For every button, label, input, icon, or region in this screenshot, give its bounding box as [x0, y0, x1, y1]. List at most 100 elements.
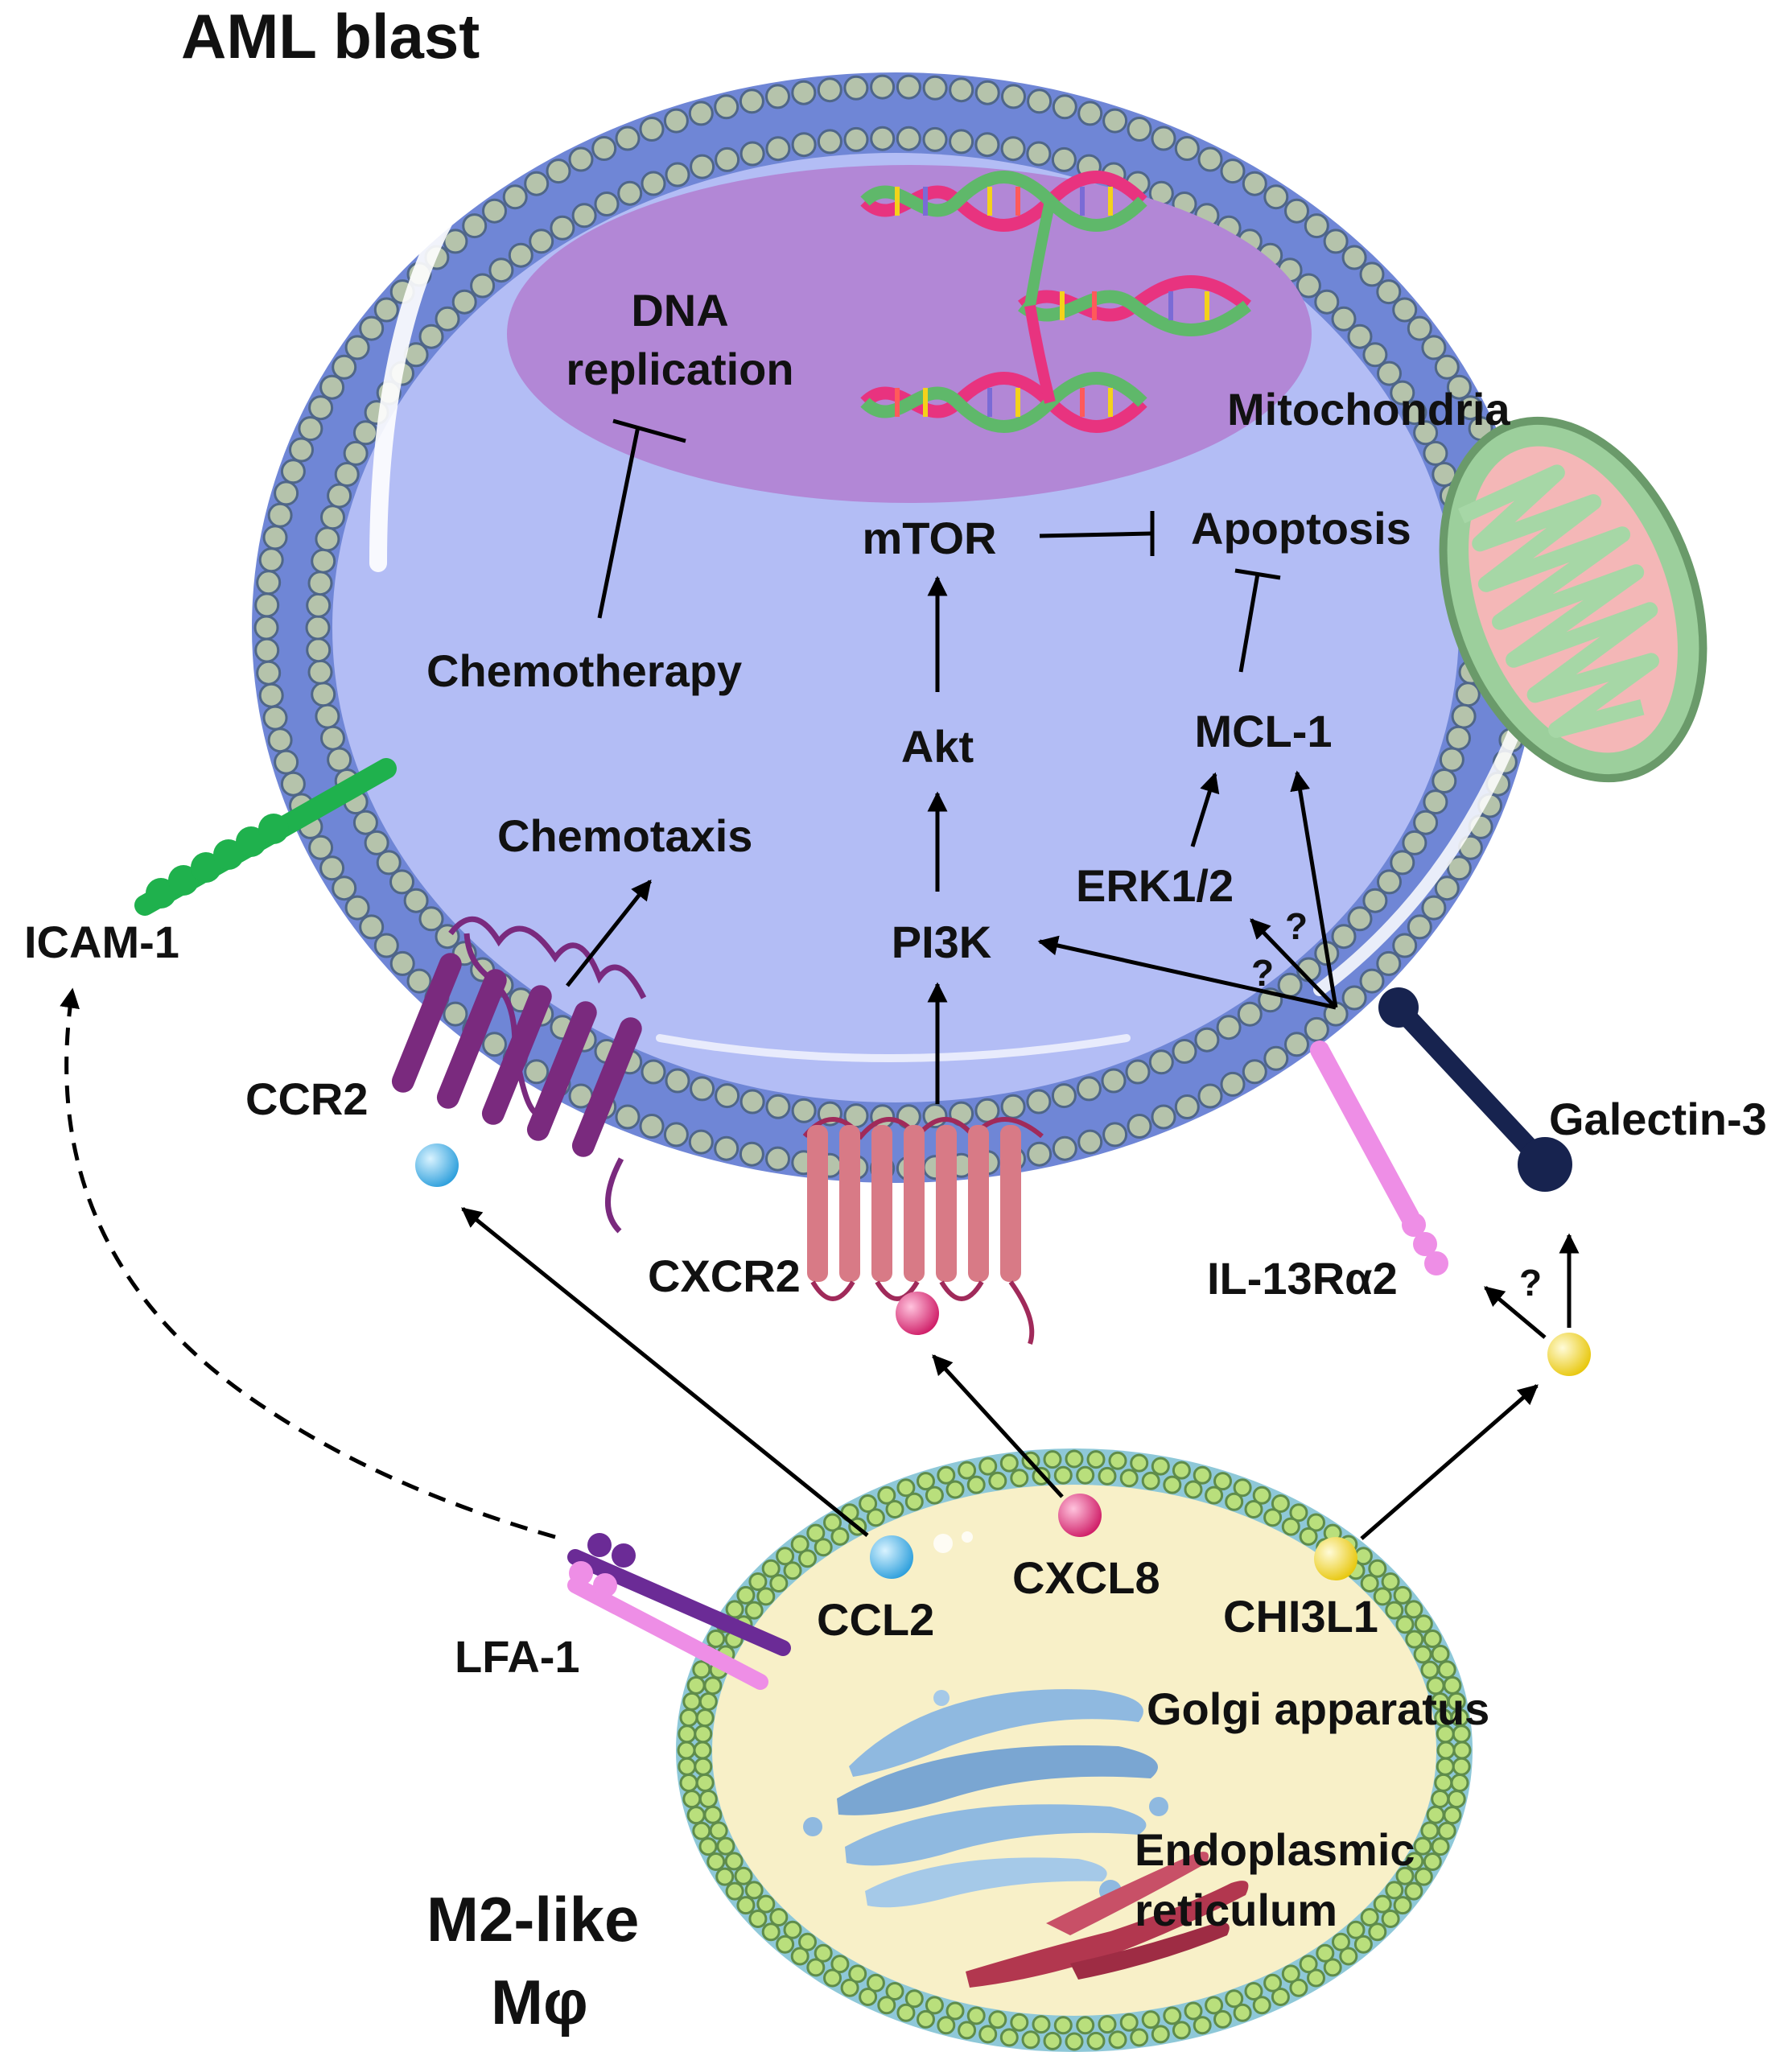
cxcr2-receptor: [802, 1117, 1044, 1345]
lipid-head: [1108, 2030, 1127, 2050]
unknown-mark: ?: [1285, 905, 1308, 947]
lipid-head: [725, 1600, 744, 1619]
m2-macrophage-title: M2-like: [426, 1884, 639, 1955]
chi3l1-to-il13-arrow: [1484, 1286, 1547, 1339]
lipid-head: [373, 297, 399, 323]
lipid-head: [715, 1867, 735, 1886]
lipid-head: [1346, 1920, 1366, 1939]
lipid-head: [715, 146, 740, 172]
vesicle-dot: [933, 1534, 953, 1553]
lipid-head: [550, 215, 575, 241]
lipid-head: [1404, 1600, 1423, 1619]
lipid-head: [1437, 1821, 1456, 1840]
lipid-head: [693, 1741, 712, 1760]
lipid-head: [1281, 1964, 1300, 1984]
lipid-head: [698, 1837, 718, 1856]
lipid-head: [1323, 229, 1349, 254]
lipid-head: [1076, 2016, 1095, 2035]
lipid-head: [1360, 1574, 1379, 1593]
lipid-head: [1172, 1039, 1197, 1064]
lipid-head: [904, 1492, 924, 1511]
lipid-head: [256, 660, 282, 686]
ccr2-receptor: [391, 916, 647, 1234]
lipid-head: [1197, 146, 1223, 172]
lipid-head: [1347, 906, 1373, 932]
lipid-head: [1439, 747, 1464, 773]
lfa1-receptor: [567, 1533, 791, 1690]
lipid-head: [256, 570, 282, 595]
lipid-head: [1148, 1049, 1174, 1075]
lipid-head: [885, 1982, 904, 2000]
lipid-head: [1193, 1465, 1212, 1485]
lipid-head: [1360, 1908, 1379, 1926]
lipid-head: [1413, 1645, 1432, 1664]
lipid-head: [1284, 1032, 1309, 1057]
lipid-head: [435, 306, 460, 332]
lipid-head: [1452, 1741, 1472, 1760]
lipid-head: [870, 126, 896, 151]
ccl2-to-ccr2-arrow: [461, 1207, 869, 1537]
lipid-head: [1102, 108, 1128, 134]
lipid-head: [791, 132, 817, 158]
lipid-head: [694, 1724, 713, 1744]
lipid-head: [1086, 1450, 1106, 1469]
lipid-head: [315, 703, 340, 729]
lipid-head: [1413, 420, 1439, 446]
lipid-head: [725, 1881, 744, 1901]
lipid-head: [806, 1958, 826, 1977]
lipid-head: [688, 1129, 714, 1155]
lipid-head: [1027, 1141, 1053, 1167]
lipid-head: [917, 1472, 935, 1491]
lipid-head: [1421, 895, 1447, 921]
lipid-head: [1316, 1943, 1335, 1963]
lipid-head: [1368, 1922, 1387, 1942]
lipid-head: [1151, 1104, 1176, 1130]
lipid-head: [756, 1587, 776, 1606]
lipid-head: [663, 1122, 689, 1148]
lipid-head: [406, 968, 432, 994]
lipid-head: [298, 416, 323, 442]
lipid-head: [1263, 1508, 1283, 1527]
lipid-head: [765, 136, 791, 162]
lipid-head: [307, 571, 333, 596]
lipid-head: [1065, 2032, 1084, 2051]
mcl1-inhibits-apoptosis: [1238, 573, 1260, 673]
lipid-head: [1119, 2013, 1139, 2032]
lipid-head: [798, 1549, 817, 1568]
lipid-head: [765, 1146, 790, 1172]
lipid-head: [1431, 1790, 1450, 1808]
lipid-head: [999, 2028, 1019, 2047]
lipid-head: [1108, 1451, 1127, 1470]
cxcl8-bound: [896, 1292, 939, 1335]
lipid-head: [334, 462, 360, 487]
lipid-head: [682, 1790, 702, 1809]
lipid-head: [665, 162, 690, 187]
lipid-head: [1331, 306, 1357, 332]
lipid-head: [262, 525, 288, 550]
lipid-head: [307, 659, 333, 685]
lipid-head: [937, 1465, 956, 1485]
lipid-head: [739, 1141, 764, 1167]
lipid-head: [686, 1675, 706, 1695]
lipid-head: [1377, 869, 1402, 895]
lipid-head: [925, 1996, 944, 2015]
lipid-head: [529, 229, 554, 254]
lipid-head: [320, 505, 345, 530]
lipid-head: [1385, 1601, 1404, 1620]
lipid-head: [690, 1076, 715, 1102]
lipid-head: [1423, 789, 1448, 815]
lipid-head: [1339, 1947, 1358, 1966]
mtor-inhibits-apoptosis: [1039, 531, 1151, 538]
lipid-head: [958, 2021, 977, 2040]
lipid-head: [761, 1922, 781, 1942]
lipid-head: [1446, 725, 1471, 751]
lipid-head: [327, 483, 352, 509]
lipid-head: [1437, 1660, 1456, 1679]
chemotherapy-inhibits-dna-replication: [597, 426, 641, 619]
lipid-head: [482, 1032, 507, 1057]
lipid-head: [364, 830, 389, 855]
lipid-head: [1220, 159, 1246, 184]
lipid-head: [1098, 1466, 1117, 1485]
lipid-head: [748, 1910, 768, 1928]
ccl2-bound: [415, 1143, 459, 1187]
